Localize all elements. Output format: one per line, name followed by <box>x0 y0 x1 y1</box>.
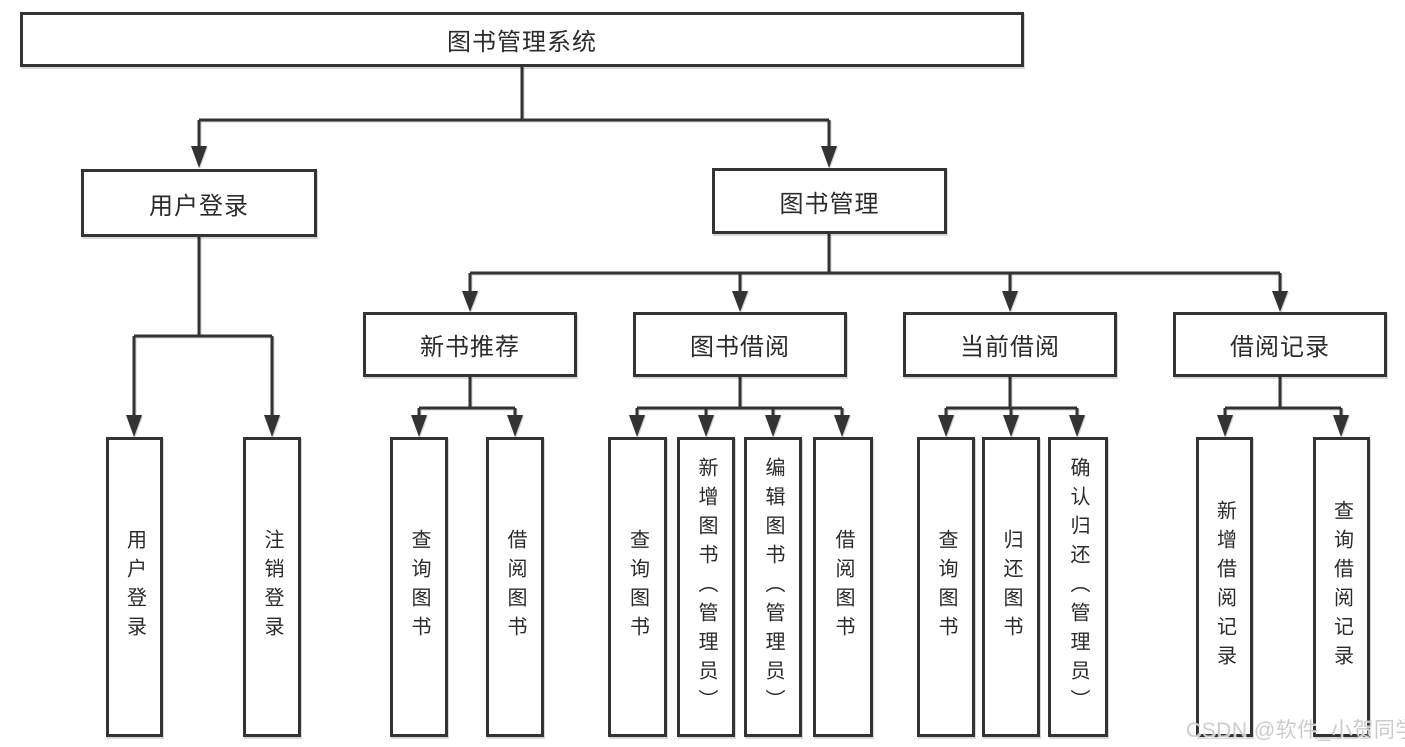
node-logout-leaf: 注销登录 <box>243 437 301 737</box>
node-label: 查询借阅记录 <box>1330 500 1353 674</box>
node-borrowing-records: 借阅记录 <box>1173 312 1387 377</box>
node-label: 借阅图书 <box>504 529 526 645</box>
node-borrow-books-leaf: 借阅图书 <box>813 437 873 737</box>
node-label: 新增图书（管理员） <box>695 456 717 718</box>
node-add-books-admin: 新增图书（管理员） <box>677 437 735 737</box>
node-label: 借阅图书 <box>832 529 854 645</box>
node-label: 查询图书 <box>626 529 649 645</box>
node-label: 注销登录 <box>261 529 283 645</box>
node-label: 图书管理系统 <box>447 29 597 56</box>
node-query-books-current: 查询图书 <box>917 437 975 737</box>
node-label: 归还图书 <box>1000 529 1022 645</box>
node-add-borrow-record: 新增借阅记录 <box>1196 437 1253 737</box>
node-label: 当前借阅 <box>960 334 1060 361</box>
watermark: CSDN @软件_小贺同学 <box>1186 719 1405 742</box>
node-label: 新书推荐 <box>420 334 520 361</box>
node-current-borrowing: 当前借阅 <box>903 312 1117 377</box>
node-query-borrow-record: 查询借阅记录 <box>1313 437 1370 737</box>
node-user-login-leaf: 用户登录 <box>106 437 163 737</box>
node-label: 确认归还（管理员） <box>1067 456 1089 718</box>
node-label: 借阅记录 <box>1230 334 1330 361</box>
node-label: 新增借阅记录 <box>1213 500 1236 674</box>
node-query-books-borrow: 查询图书 <box>608 437 667 737</box>
node-confirm-return-admin: 确认归还（管理员） <box>1048 437 1108 737</box>
node-label: 用户登录 <box>123 529 146 645</box>
node-edit-books-admin: 编辑图书（管理员） <box>744 437 802 737</box>
node-return-books: 归还图书 <box>982 437 1040 737</box>
node-book-management-module: 图书管理 <box>712 168 947 234</box>
node-user-login-module: 用户登录 <box>81 169 317 237</box>
node-label: 图书借阅 <box>690 334 790 361</box>
node-book-borrowing: 图书借阅 <box>633 312 847 377</box>
node-query-books-recommend: 查询图书 <box>390 437 448 737</box>
node-label: 编辑图书（管理员） <box>762 456 784 718</box>
node-label: 图书管理 <box>779 190 880 218</box>
node-label: 查询图书 <box>408 529 430 645</box>
node-new-book-recommend: 新书推荐 <box>363 312 577 377</box>
node-borrow-books-recommend: 借阅图书 <box>486 437 544 737</box>
node-library-management-system: 图书管理系统 <box>20 12 1024 67</box>
node-label: 查询图书 <box>935 529 957 645</box>
node-label: 用户登录 <box>149 192 249 220</box>
